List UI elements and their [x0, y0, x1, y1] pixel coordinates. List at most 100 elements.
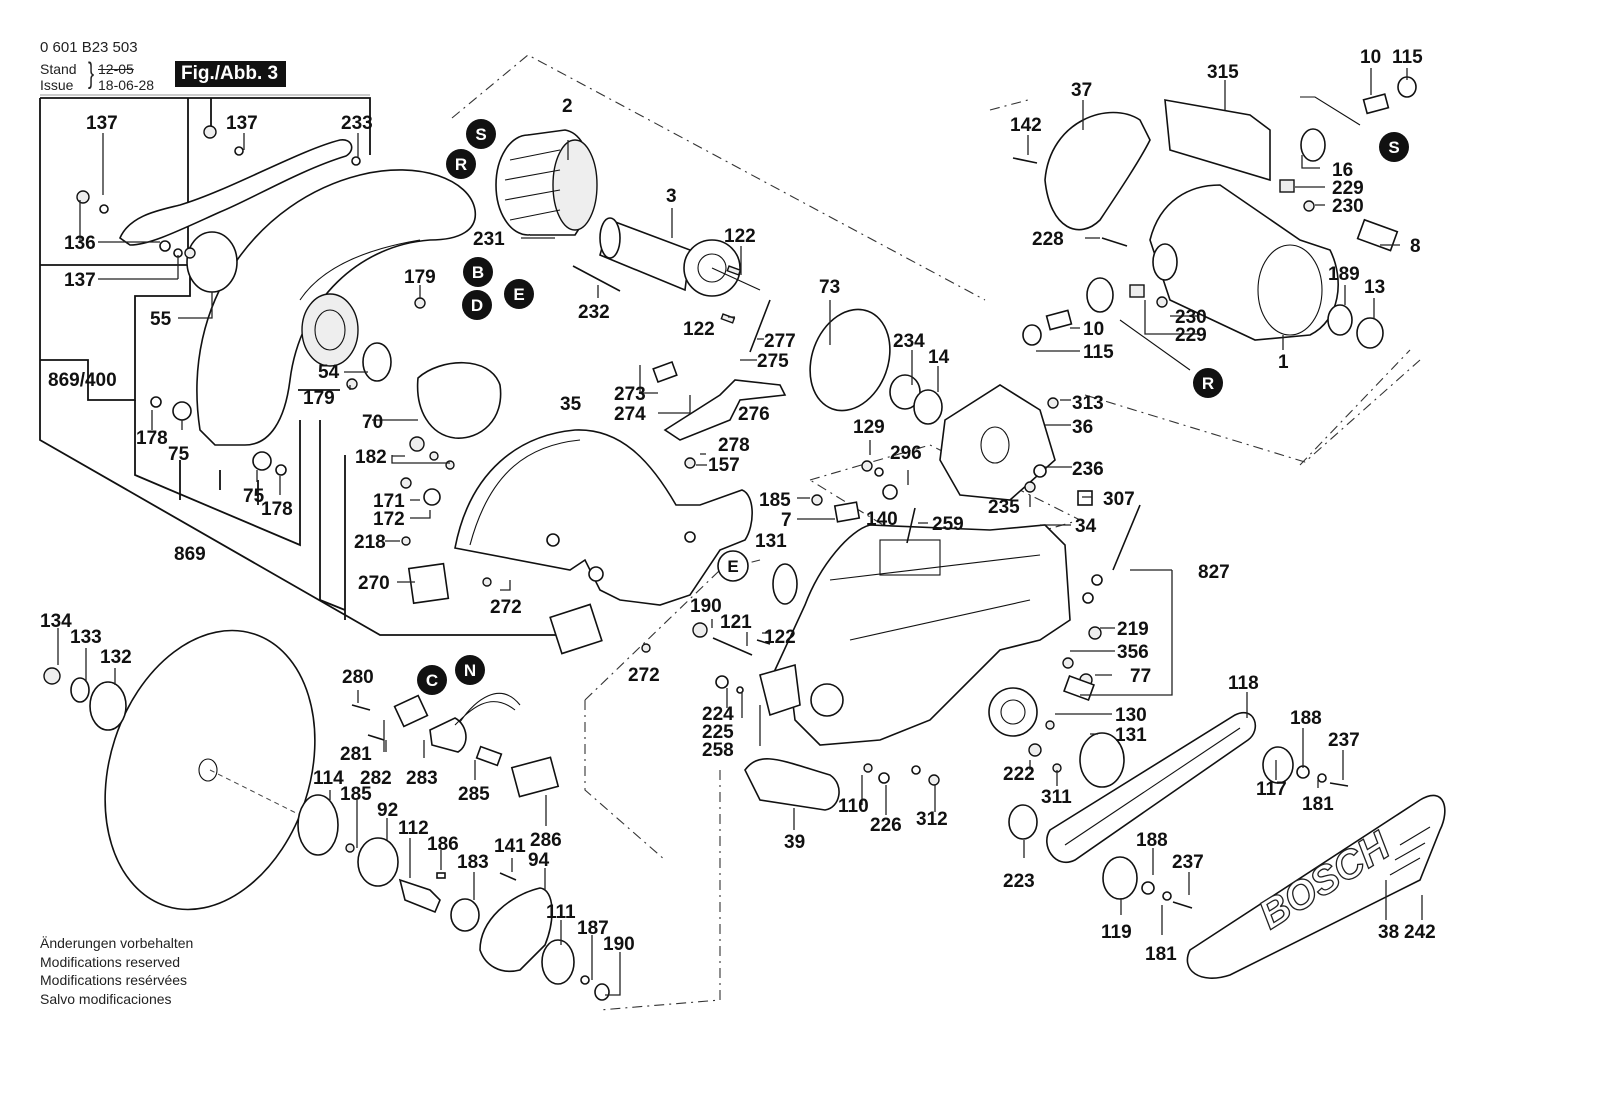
svg-text:N: N [464, 661, 476, 680]
label-111: 111 [546, 902, 576, 923]
label-115: 115 [1392, 47, 1423, 68]
label-181: 181 [1302, 794, 1334, 815]
label-315 [1164, 99, 1271, 182]
label-54: 54 [318, 362, 340, 383]
pulley-223 [1008, 804, 1038, 840]
label-2: 2 [562, 96, 573, 117]
disc-131-right [1079, 732, 1125, 788]
label-186: 186 [427, 834, 459, 855]
part-286 [510, 756, 560, 798]
label-75: 75 [168, 444, 190, 465]
label-142: 142 [1010, 115, 1042, 136]
label-311: 311 [1041, 787, 1072, 808]
drive-belt [1046, 712, 1257, 863]
brace-glyph: } [88, 57, 95, 90]
label-237: 237 [1328, 730, 1360, 751]
label-225: 225 [702, 722, 734, 743]
label-282: 282 [360, 768, 392, 789]
part-283 [429, 717, 467, 753]
ref-marker-n: N [455, 655, 485, 685]
brush-10-top [1362, 93, 1390, 115]
label-35: 35 [560, 394, 582, 415]
brush-holder-16 [1300, 128, 1326, 162]
belt-cover: BOSCH [1186, 794, 1446, 979]
handle-cover-39 [744, 758, 840, 811]
label-274: 274 [614, 404, 646, 425]
label-218: 218 [354, 532, 386, 553]
label-315: 315 [1207, 62, 1239, 83]
label-92: 92 [377, 800, 398, 821]
bearing-13 [1356, 317, 1384, 349]
pulley-117 [1262, 746, 1294, 784]
label-137: 137 [64, 270, 96, 291]
label-110: 110 [838, 796, 869, 817]
label-137: 137 [226, 113, 258, 134]
leader-lines [57, 68, 1423, 996]
label-73: 73 [819, 277, 840, 298]
label-133: 133 [70, 627, 102, 648]
label-281: 281 [340, 744, 372, 765]
motor-housing-1 [1149, 184, 1339, 341]
label-296: 296 [890, 443, 922, 464]
main-gear-housing [773, 524, 1071, 746]
label-37: 37 [1071, 80, 1092, 101]
label-172: 172 [373, 509, 405, 530]
flange-114 [297, 794, 339, 856]
issue-label: Issue [40, 77, 74, 93]
label-190: 190 [603, 934, 635, 955]
label-183: 183 [457, 852, 489, 873]
cap-70 [416, 361, 502, 439]
label-230: 230 [1332, 196, 1364, 217]
label-188: 188 [1290, 708, 1322, 729]
right-hardware [692, 397, 1141, 786]
motor-stator [495, 129, 598, 236]
label-34: 34 [1075, 516, 1097, 537]
part-258 [759, 663, 801, 717]
label-229: 229 [1332, 178, 1364, 199]
ref-marker-e-outline: E [717, 550, 749, 582]
label-229: 229 [1175, 325, 1207, 346]
lower-blade-guard [454, 429, 753, 606]
figure-badge: Fig./Abb. 3 [175, 61, 287, 87]
label-16: 16 [1332, 160, 1353, 181]
issue-date: 18-06-28 [98, 77, 155, 93]
label-283: 283 [406, 768, 438, 789]
disclaimer-french: Modifications resérvées [40, 972, 188, 988]
label-179: 179 [404, 267, 436, 288]
label-14: 14 [928, 347, 950, 368]
label-234: 234 [893, 331, 925, 352]
label-869-400: 869/400 [48, 370, 117, 391]
disclaimer-german: Änderungen vorbehalten [40, 935, 194, 951]
label-190: 190 [690, 596, 722, 617]
label-178: 178 [261, 499, 293, 520]
label-231: 231 [473, 229, 505, 250]
label-236: 236 [1072, 459, 1104, 480]
label-178: 178 [136, 428, 168, 449]
label-157: 157 [708, 455, 740, 476]
label-223: 223 [1003, 871, 1035, 892]
svg-text:D: D [471, 296, 483, 315]
svg-text:B: B [472, 263, 484, 282]
label-277: 277 [764, 331, 796, 352]
screw-232 [572, 265, 621, 292]
ref-marker-s-top: S [466, 119, 496, 149]
label-273: 273 [614, 384, 646, 405]
label-75: 75 [243, 486, 265, 507]
document-number: 0 601 B23 503 [40, 39, 138, 56]
label-286: 286 [530, 830, 562, 851]
modifications-disclaimer: Änderungen vorbehalten Modifications res… [40, 934, 193, 1008]
motor-group-outline [451, 54, 986, 301]
label-280: 280 [342, 667, 374, 688]
ref-marker-e: E [504, 279, 534, 309]
label-36: 36 [1072, 417, 1093, 438]
guard-insert [549, 603, 603, 655]
disc-131-left [772, 563, 798, 605]
ref-marker-d: D [462, 290, 492, 320]
label-121: 121 [720, 612, 752, 633]
label-117: 117 [1256, 779, 1287, 800]
label-140: 140 [866, 509, 898, 530]
label-233: 233 [341, 113, 373, 134]
label-119: 119 [1101, 922, 1132, 943]
label-869: 869 [174, 544, 206, 565]
